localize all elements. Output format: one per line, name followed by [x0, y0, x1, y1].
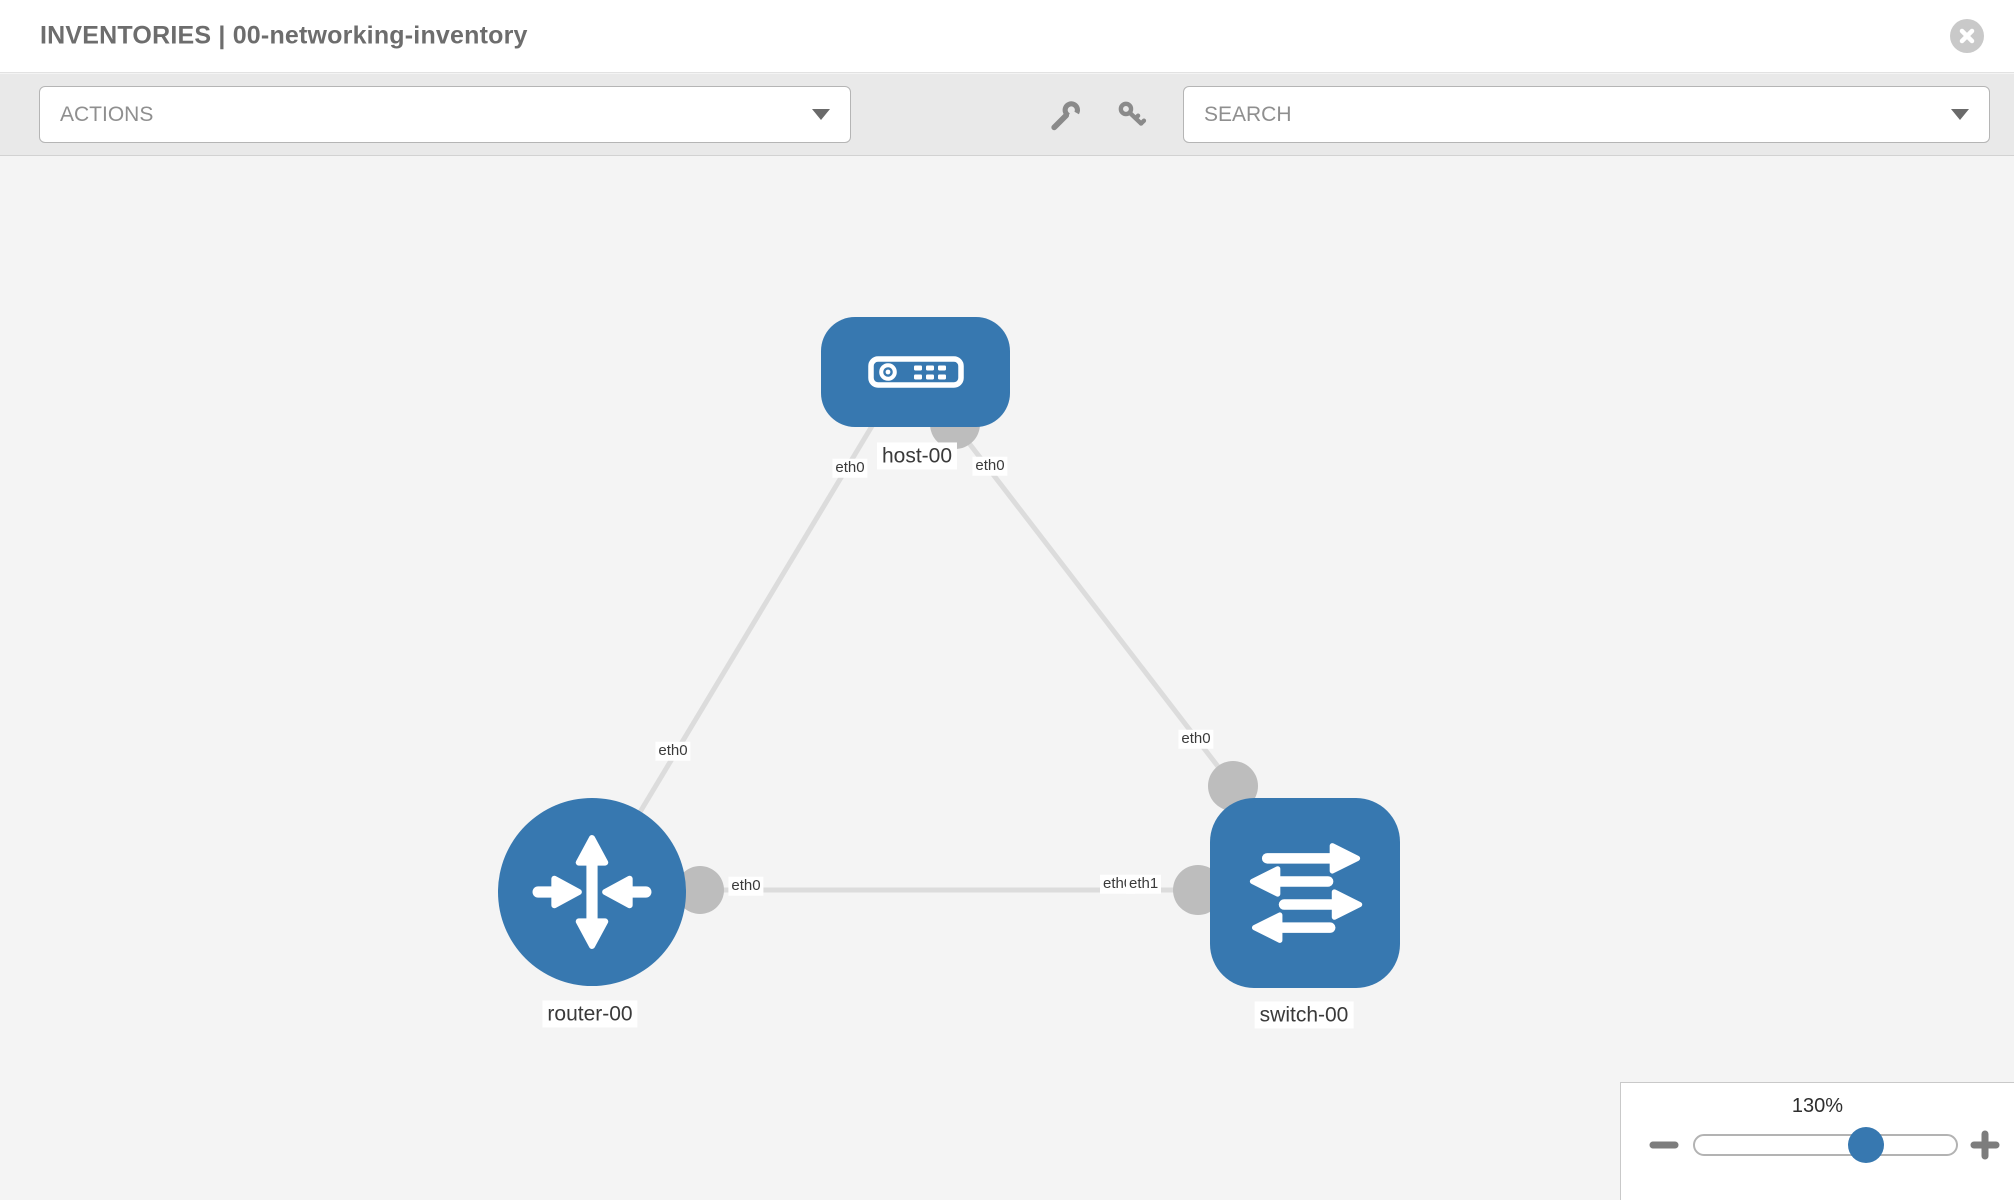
minus-icon [1649, 1141, 1679, 1149]
interface-connector-router[interactable] [676, 866, 724, 914]
host-icon [867, 356, 964, 388]
chevron-down-icon [812, 109, 830, 120]
page-title: INVENTORIES | 00-networking-inventory [40, 21, 528, 50]
iface-label-host-left: eth0 [832, 458, 868, 478]
header: INVENTORIES | 00-networking-inventory [0, 0, 2014, 73]
configure-button[interactable] [1045, 96, 1085, 136]
node-label-host: host-00 [876, 442, 958, 470]
key-icon [1118, 101, 1147, 126]
zoom-in-button[interactable] [1967, 1127, 2003, 1163]
plus-icon [1970, 1130, 2000, 1160]
wrench-icon [1051, 101, 1081, 131]
iface-label-switch-left-front: eth1 [1126, 874, 1162, 894]
node-label-router: router-00 [542, 1000, 638, 1028]
search-dropdown[interactable]: SEARCH [1183, 86, 1990, 143]
key-button[interactable] [1113, 96, 1153, 136]
topology-links-layer [589, 399, 1258, 915]
iface-label-router-right: eth0 [728, 876, 764, 896]
zoom-out-button[interactable] [1646, 1127, 1682, 1163]
zoom-slider-knob[interactable] [1848, 1127, 1884, 1163]
close-icon [1959, 28, 1975, 44]
iface-label-host-right: eth0 [972, 456, 1008, 476]
search-placeholder: SEARCH [1204, 102, 1292, 126]
chevron-down-icon [1951, 109, 1969, 120]
link-host-switch[interactable] [953, 423, 1235, 788]
close-button[interactable] [1950, 19, 1984, 53]
iface-label-router-top: eth0 [655, 741, 691, 761]
switch-icon [1249, 843, 1363, 943]
zoom-level-value: 130% [1791, 1095, 1844, 1117]
iface-label-switch-top: eth0 [1178, 729, 1214, 749]
zoom-slider[interactable] [1693, 1127, 1958, 1163]
node-host-00[interactable] [821, 317, 1010, 427]
topology-canvas[interactable]: host-00 router-00 switch-00 eth0 eth0 et… [0, 156, 2014, 1200]
actions-dropdown[interactable]: ACTIONS [39, 86, 851, 143]
node-router-00[interactable] [498, 798, 686, 986]
node-label-switch: switch-00 [1254, 1001, 1354, 1029]
actions-label: ACTIONS [60, 102, 154, 126]
zoom-control: 130% [1620, 1082, 2014, 1200]
node-switch-00[interactable] [1210, 798, 1400, 988]
router-icon [532, 835, 652, 949]
toolbar: ACTIONS SEARCH [0, 74, 2014, 156]
